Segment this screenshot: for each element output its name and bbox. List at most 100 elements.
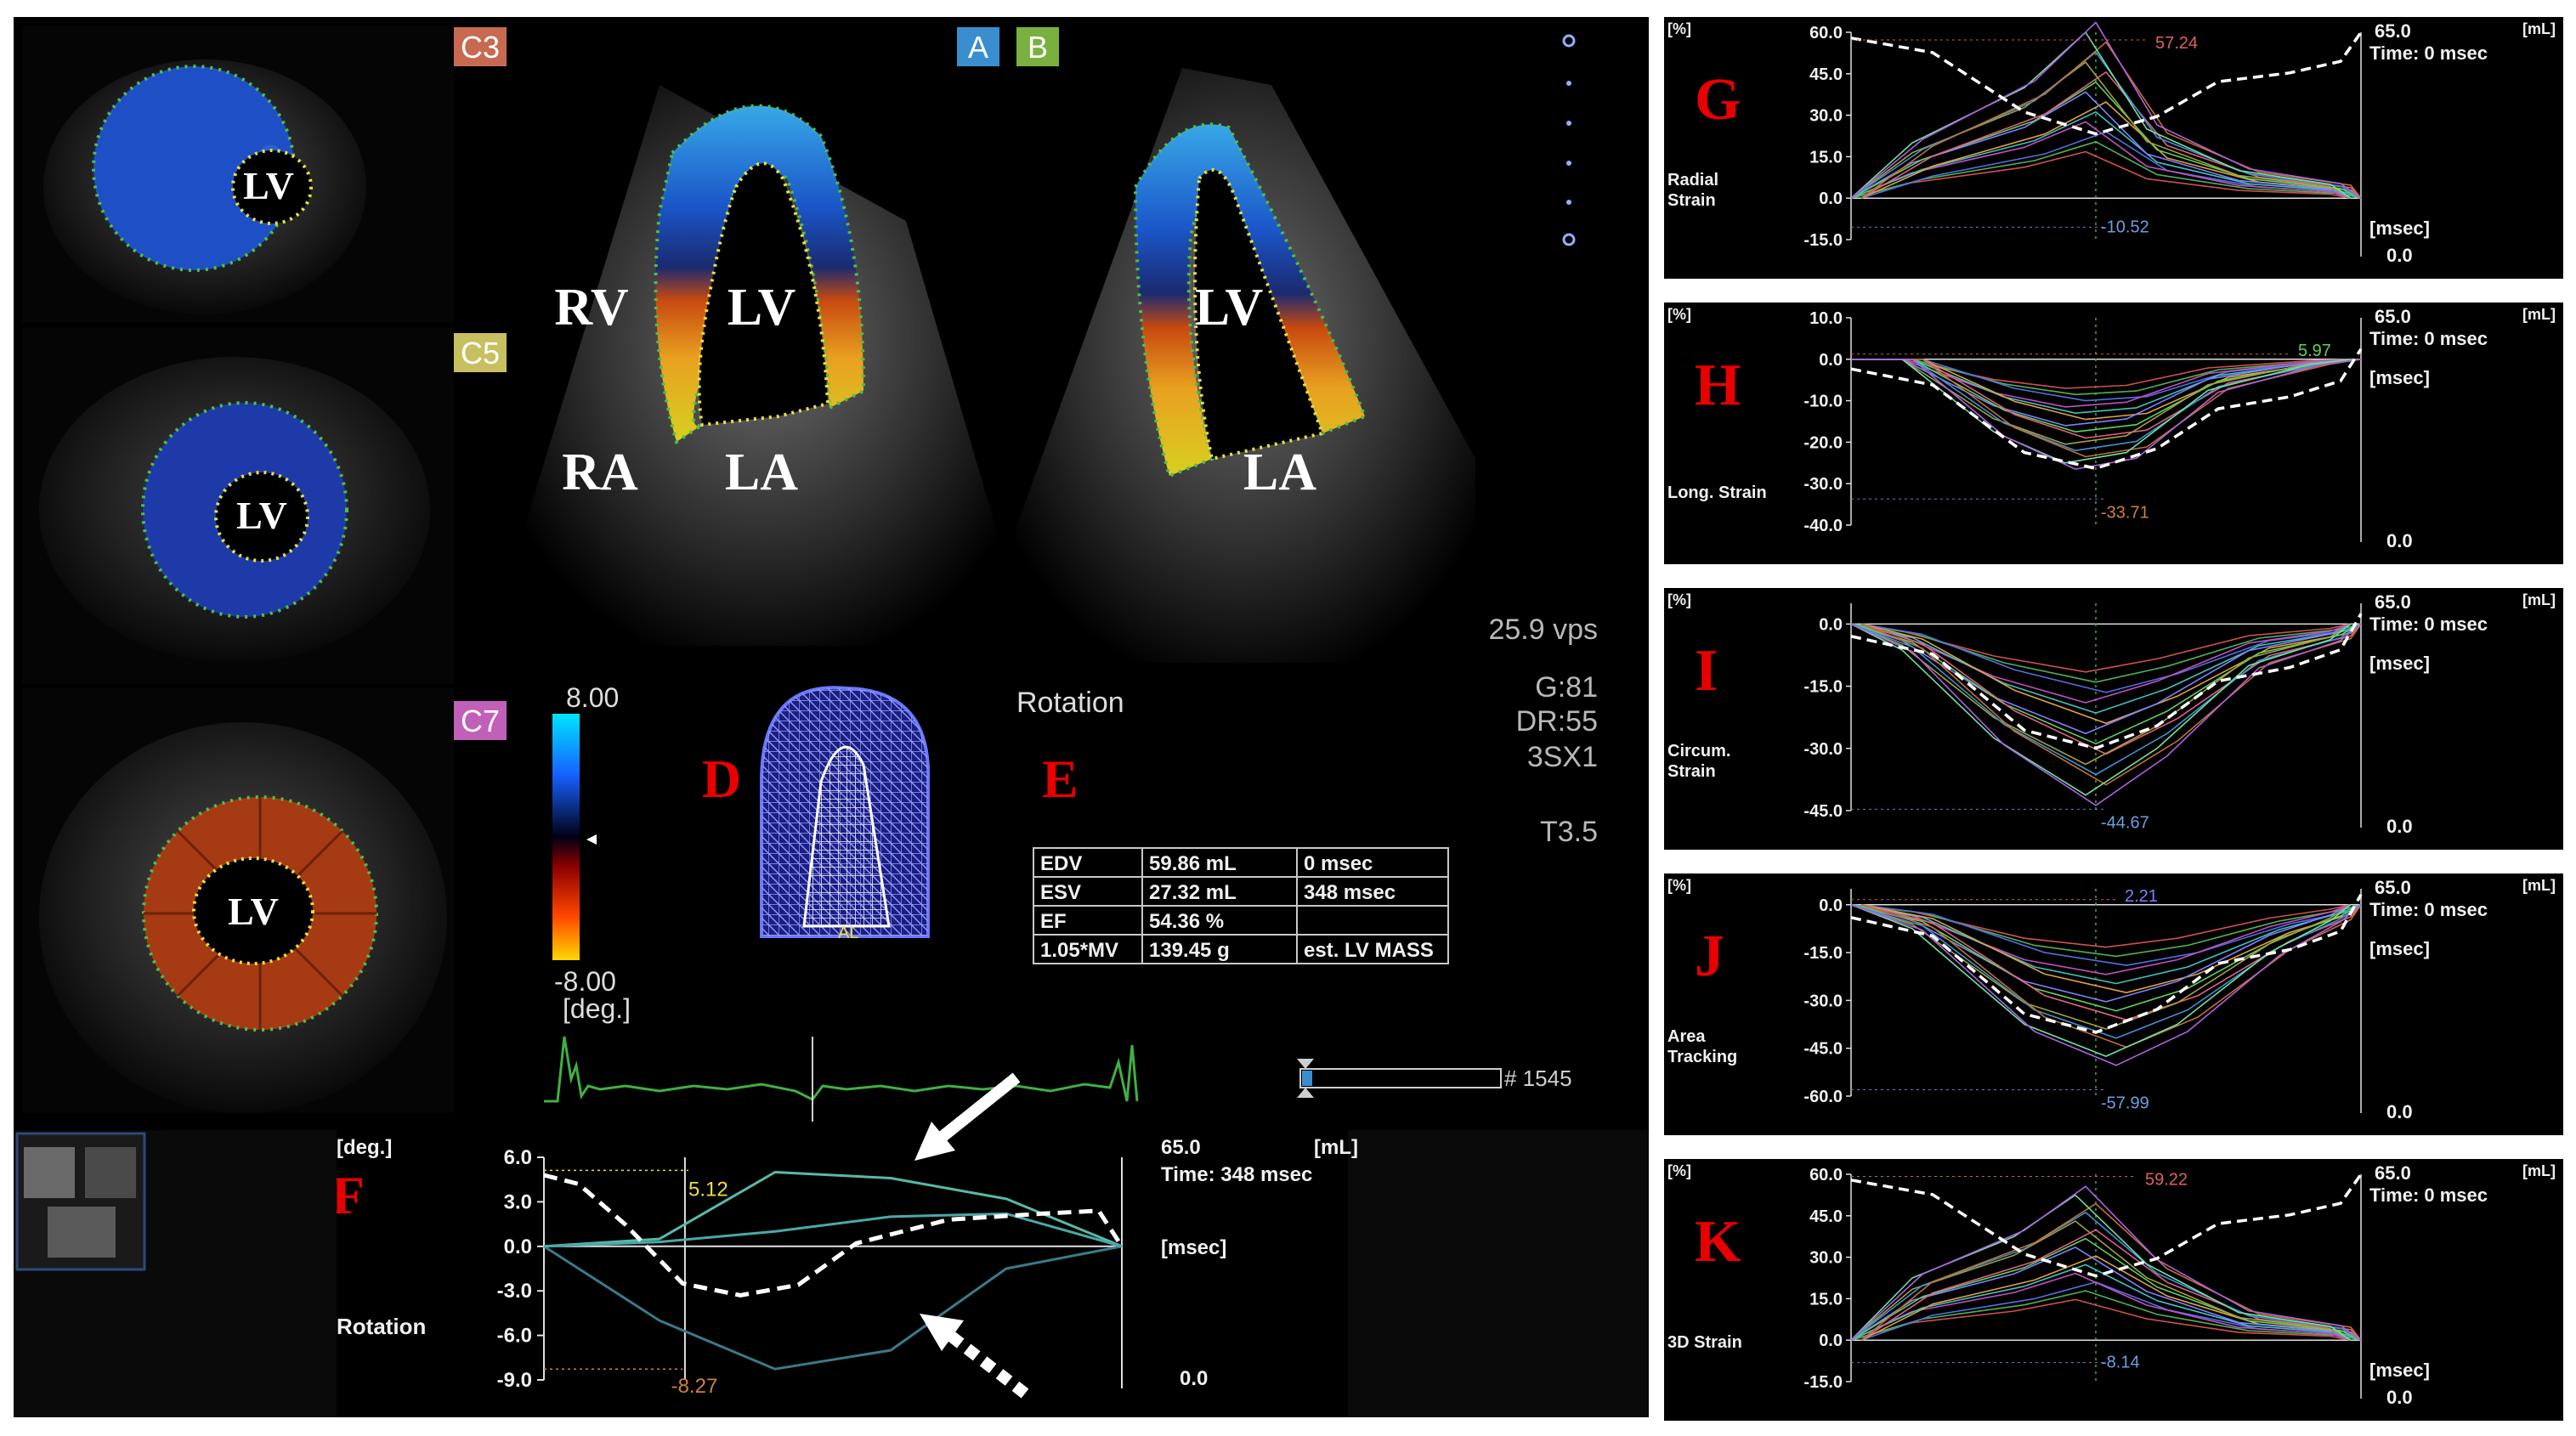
- volume-table-cell: 348 msec: [1304, 881, 1396, 904]
- frame-counter: # 1545: [1504, 1066, 1572, 1091]
- badge-a[interactable]: [957, 27, 999, 66]
- panel-tick-label: 0.0: [1819, 351, 1843, 370]
- panel-time-label: Time: 0 msec: [2369, 899, 2488, 920]
- panel-segment-line: [1851, 359, 2352, 445]
- panel-tick-label: -15.0: [1803, 1373, 1843, 1392]
- badge-c5[interactable]: [454, 333, 507, 372]
- rot-tick-label: 0.0: [504, 1235, 532, 1258]
- panel-time-label: Time: 0 msec: [2369, 1184, 2488, 1206]
- panel-volume-curve: [1850, 893, 2363, 1034]
- echo-workspace: C3 C5 C7 A B LV LV LV RV LV RA LA LV LA …: [14, 17, 1649, 1417]
- panel-msec-label: [msec]: [2369, 1360, 2430, 1381]
- rot-time-label: Time: 348 msec: [1161, 1163, 1312, 1186]
- panel-tick-label: 45.0: [1809, 1207, 1843, 1226]
- panel-tick-label: -15.0: [1803, 944, 1843, 963]
- panel-tick-label: -15.0: [1803, 231, 1843, 250]
- panel-tick-label: 15.0: [1809, 1290, 1843, 1309]
- frame-slider[interactable]: [1297, 1059, 1502, 1098]
- panel-vol-max: 65.0: [2375, 1162, 2411, 1184]
- badge-c7-label: C7: [461, 704, 500, 738]
- panel-tick-label: -45.0: [1803, 1040, 1843, 1059]
- panel-segment-line: [1860, 101, 2362, 199]
- label-a-lv: LV: [728, 279, 796, 336]
- volume-table-cell: est. LV MASS: [1304, 939, 1434, 962]
- panel-segment-line: [1860, 904, 2362, 1049]
- volume-table-cell: 54.36 %: [1149, 910, 1224, 933]
- panel-unit-right: [mL]: [2522, 20, 2556, 37]
- colorbar-max: 8.00: [566, 682, 619, 713]
- panel-segment-line: [1850, 904, 2352, 1057]
- echo-canvas: C3 C5 C7 A B LV LV LV RV LV RA LA LV LA …: [14, 25, 1649, 1417]
- panel-vol-max: 65.0: [2375, 20, 2411, 42]
- view-b-sector: [1008, 68, 1475, 663]
- badge-b[interactable]: [1016, 27, 1059, 66]
- label-a-rv: RV: [554, 279, 629, 336]
- panel-segment-line: [1850, 623, 2362, 806]
- volume-table-cell: 27.32 mL: [1149, 881, 1237, 904]
- panel-tick-label: 0.0: [1819, 189, 1843, 208]
- panel-tick-label: 0.0: [1819, 896, 1843, 915]
- panel-segment-line: [1851, 359, 2352, 427]
- letter-e: E: [1042, 749, 1079, 809]
- panel-tick-label: 45.0: [1809, 65, 1843, 84]
- panel-tick-label: -60.0: [1803, 1088, 1843, 1106]
- panel-vol-min: 0.0: [2386, 1101, 2413, 1122]
- rotation-colorbar: [552, 714, 580, 960]
- panel-segment-line: [1851, 359, 2352, 464]
- badge-c3-label: C3: [461, 30, 500, 65]
- rot-name: Rotation: [337, 1314, 426, 1339]
- rot-series-line: [543, 1171, 1123, 1248]
- rot-tick-label: 3.0: [504, 1190, 532, 1213]
- panel-vol-min: 0.0: [2386, 816, 2413, 837]
- panel-tick-label: -30.0: [1803, 740, 1843, 759]
- panel-segment-line: [1850, 1264, 2362, 1341]
- panel-tick-label: 15.0: [1809, 148, 1843, 167]
- volume-table-cell: EF: [1040, 910, 1067, 933]
- panel-segment-line: [1860, 1255, 2362, 1341]
- panel-unit-left: [%]: [1667, 1162, 1691, 1179]
- colorbar-unit: [deg.]: [563, 993, 631, 1024]
- panel-name: Long. Strain: [1667, 483, 1767, 502]
- acq-gain: G:81: [1535, 671, 1598, 704]
- mode-title: Rotation: [1016, 687, 1124, 719]
- panel-segment-line: [1850, 150, 2352, 199]
- panel-segment-line: [1850, 1237, 2362, 1341]
- panel-tick-label: 0.0: [1819, 615, 1843, 634]
- panel-unit-left: [%]: [1667, 591, 1691, 608]
- panel-segment-line: [1850, 904, 2352, 1003]
- panel-vol-min: 0.0: [2386, 1387, 2413, 1408]
- panel-peak-top: 59.22: [2145, 1171, 2188, 1190]
- rot-tick-label: 6.0: [504, 1146, 532, 1169]
- panel-vol-max: 65.0: [2375, 306, 2411, 327]
- panel-volume-curve: [1850, 1173, 2363, 1278]
- rot-unit-left: [deg.]: [337, 1136, 392, 1159]
- letter-d: D: [702, 749, 741, 809]
- panel-segment-line: [1850, 1220, 2352, 1341]
- rot-tick-label: -3.0: [497, 1280, 532, 1303]
- rot-vol-max: 65.0: [1161, 1136, 1201, 1159]
- view-c5: [22, 327, 454, 684]
- badge-c3[interactable]: [454, 27, 507, 66]
- panel-msec-label: [msec]: [2369, 938, 2430, 959]
- badge-c7[interactable]: [454, 701, 507, 740]
- panel-tick-label: 30.0: [1809, 1249, 1843, 1268]
- panel-name: Circum.Strain: [1667, 742, 1730, 781]
- label-a-ra: RA: [562, 444, 638, 501]
- panel-tick-label: -30.0: [1803, 992, 1843, 1010]
- panel-tick-label: -15.0: [1803, 678, 1843, 697]
- panel-letter: K: [1695, 1209, 1741, 1275]
- rot-peak-max: 5.12: [688, 1178, 728, 1201]
- label-a-la: LA: [725, 444, 798, 501]
- acq-vps: 25.9 vps: [1488, 613, 1598, 646]
- panel-unit-left: [%]: [1667, 306, 1691, 323]
- rot-volume-curve: [543, 1173, 1124, 1297]
- panel-segment-line: [1850, 31, 2352, 199]
- rot-series-line: [543, 1212, 1123, 1248]
- acq-t: T3.5: [1540, 816, 1598, 848]
- panel-vol-min: 0.0: [2386, 245, 2413, 266]
- panel-peak-top: 2.21: [2125, 887, 2158, 906]
- panel-time-label: Time: 0 msec: [2369, 613, 2488, 635]
- thumbnail-preview[interactable]: [14, 1130, 337, 1417]
- label-b-lv: LV: [1195, 279, 1264, 336]
